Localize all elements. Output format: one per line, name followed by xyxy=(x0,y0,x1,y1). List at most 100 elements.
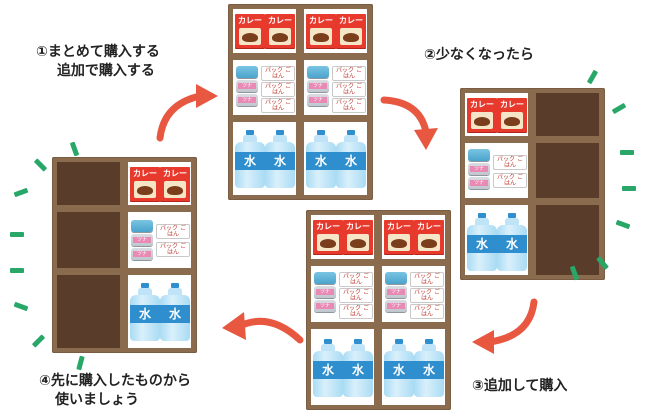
water-bottle: 水 xyxy=(130,283,160,341)
shelf-full-top-row1-right: カレー カレー xyxy=(304,9,367,53)
arrow-top-to-right xyxy=(380,96,438,150)
ray xyxy=(13,301,29,312)
rice-pack: パック ごはん xyxy=(410,288,444,303)
ray xyxy=(76,355,85,371)
shelf-half-right-row1-left: カレー カレー xyxy=(465,93,528,136)
curry-box: カレー xyxy=(130,167,160,201)
ray xyxy=(10,268,24,273)
curry-box: カレー xyxy=(306,14,336,48)
shelf-full-top-row1-left: カレー カレー xyxy=(233,9,296,53)
curry-box: カレー xyxy=(265,14,295,48)
shelf-half-right-row2-right xyxy=(536,143,599,198)
rice-pack: パック ごはん xyxy=(332,82,366,97)
shelf-full-bottom-row2-left: ツナ ツナ パック ごはん パック ごはん パック ごはん xyxy=(311,266,374,322)
water-bottle: 水 xyxy=(160,283,190,341)
curry-box: カレー xyxy=(160,167,190,201)
ray xyxy=(31,334,46,348)
tuna-can: ツナ xyxy=(307,94,329,106)
water-bottle: 水 xyxy=(336,130,366,188)
shelf-full-top-row2-left: ツナ ツナ パック ごはん パック ごはん パック ごはん xyxy=(233,60,296,115)
step-1-caption: ①まとめて購入する 追加で購入する xyxy=(36,43,160,81)
shelf-half-right: カレー カレー ツナ ツナ パック ごはん パック ごはん 水 水 xyxy=(460,88,605,280)
rice-pack: パック ごはん xyxy=(339,304,373,319)
tuna-can: ツナ xyxy=(307,80,329,92)
ray xyxy=(615,219,631,230)
shelf-half-right-row2-left: ツナ ツナ パック ごはん パック ごはん xyxy=(465,143,528,198)
shelf-full-top-row3-right: 水 水 xyxy=(304,122,367,195)
step-4-line1: ④先に購入したものから xyxy=(39,373,191,389)
water-bottle: 水 xyxy=(497,213,527,271)
water-bottle: 水 xyxy=(414,339,444,397)
ray xyxy=(622,186,636,191)
shelf-half-left: カレー カレー ツナ ツナ パック ごはん パック ごはん 水 水 xyxy=(52,157,197,353)
rice-pack: パック ごはん xyxy=(156,242,190,257)
shelf-half-left-row2-left xyxy=(57,212,120,268)
water-bottle: 水 xyxy=(265,130,295,188)
water-bottle: 水 xyxy=(467,213,497,271)
water-bottle: 水 xyxy=(306,130,336,188)
tuna-can: ツナ xyxy=(468,163,490,175)
canned-fish xyxy=(385,272,407,284)
canned-fish xyxy=(314,272,336,284)
water-bottle: 水 xyxy=(313,339,343,397)
shelf-half-left-row3-left xyxy=(57,275,120,348)
shelf-half-left-row1-right: カレー カレー xyxy=(128,162,191,205)
canned-fish xyxy=(307,66,329,78)
rice-pack: パック ごはん xyxy=(410,272,444,287)
rice-pack: パック ごはん xyxy=(261,82,295,97)
rice-pack: パック ごはん xyxy=(156,224,190,239)
shelf-half-left-row3-right: 水 水 xyxy=(128,275,191,348)
arrow-bottom-to-left xyxy=(222,312,304,344)
curry-box: カレー xyxy=(497,98,527,132)
curry-box: カレー xyxy=(313,220,343,254)
rice-pack: パック ごはん xyxy=(410,304,444,319)
tuna-can: ツナ xyxy=(236,80,258,92)
canned-fish xyxy=(468,149,490,161)
shelf-full-top-row3-left: 水 水 xyxy=(233,122,296,195)
shelf-full-top-row2-right: ツナ ツナ パック ごはん パック ごはん パック ごはん xyxy=(304,60,367,115)
shelf-half-right-row3-left: 水 水 xyxy=(465,205,528,275)
step-1-line1: ①まとめて購入する xyxy=(36,44,160,60)
curry-box: カレー xyxy=(343,220,373,254)
shelf-full-bottom: カレー カレー カレー カレー ツナ ツナ パック ごはん パック ごはん パッ… xyxy=(306,210,451,410)
rice-pack: パック ごはん xyxy=(261,98,295,113)
tuna-can: ツナ xyxy=(314,300,336,312)
tuna-can: ツナ xyxy=(385,300,407,312)
rice-pack: パック ごはん xyxy=(493,155,527,170)
rice-pack: パック ごはん xyxy=(332,66,366,81)
curry-box: カレー xyxy=(235,14,265,48)
shelf-full-bottom-row2-right: ツナ ツナ パック ごはん パック ごはん パック ごはん xyxy=(382,266,445,322)
rice-pack: パック ごはん xyxy=(261,66,295,81)
ray xyxy=(620,150,634,155)
ray xyxy=(10,232,24,237)
tuna-can: ツナ xyxy=(131,248,153,260)
canned-fish xyxy=(236,66,258,78)
ray xyxy=(69,141,80,157)
curry-box: カレー xyxy=(414,220,444,254)
shelf-half-right-row1-right xyxy=(536,93,599,136)
rice-pack: パック ごはん xyxy=(332,98,366,113)
tuna-can: ツナ xyxy=(131,234,153,246)
tuna-can: ツナ xyxy=(314,286,336,298)
shelf-half-left-row2-right: ツナ ツナ パック ごはん パック ごはん xyxy=(128,212,191,268)
step-2-line1: ②少なくなったら xyxy=(424,47,534,63)
step-4-caption: ④先に購入したものから 使いましょう xyxy=(39,372,191,410)
rice-pack: パック ごはん xyxy=(493,173,527,188)
curry-box: カレー xyxy=(336,14,366,48)
arrow-right-to-bottom xyxy=(472,298,538,354)
ray xyxy=(611,102,627,115)
shelf-full-bottom-row1-left: カレー カレー xyxy=(311,215,374,259)
water-bottle: 水 xyxy=(343,339,373,397)
rice-pack: パック ごはん xyxy=(339,288,373,303)
tuna-can: ツナ xyxy=(236,94,258,106)
tuna-can: ツナ xyxy=(468,177,490,189)
ray xyxy=(33,158,48,172)
ray xyxy=(586,69,599,85)
curry-box: カレー xyxy=(467,98,497,132)
tuna-can: ツナ xyxy=(385,286,407,298)
step-2-caption: ②少なくなったら xyxy=(424,46,534,65)
step-3-caption: ③追加して購入 xyxy=(472,377,567,396)
shelf-full-bottom-row1-right: カレー カレー xyxy=(382,215,445,259)
shelf-half-right-row3-right xyxy=(536,205,599,275)
shelf-half-left-row1-left xyxy=(57,162,120,205)
